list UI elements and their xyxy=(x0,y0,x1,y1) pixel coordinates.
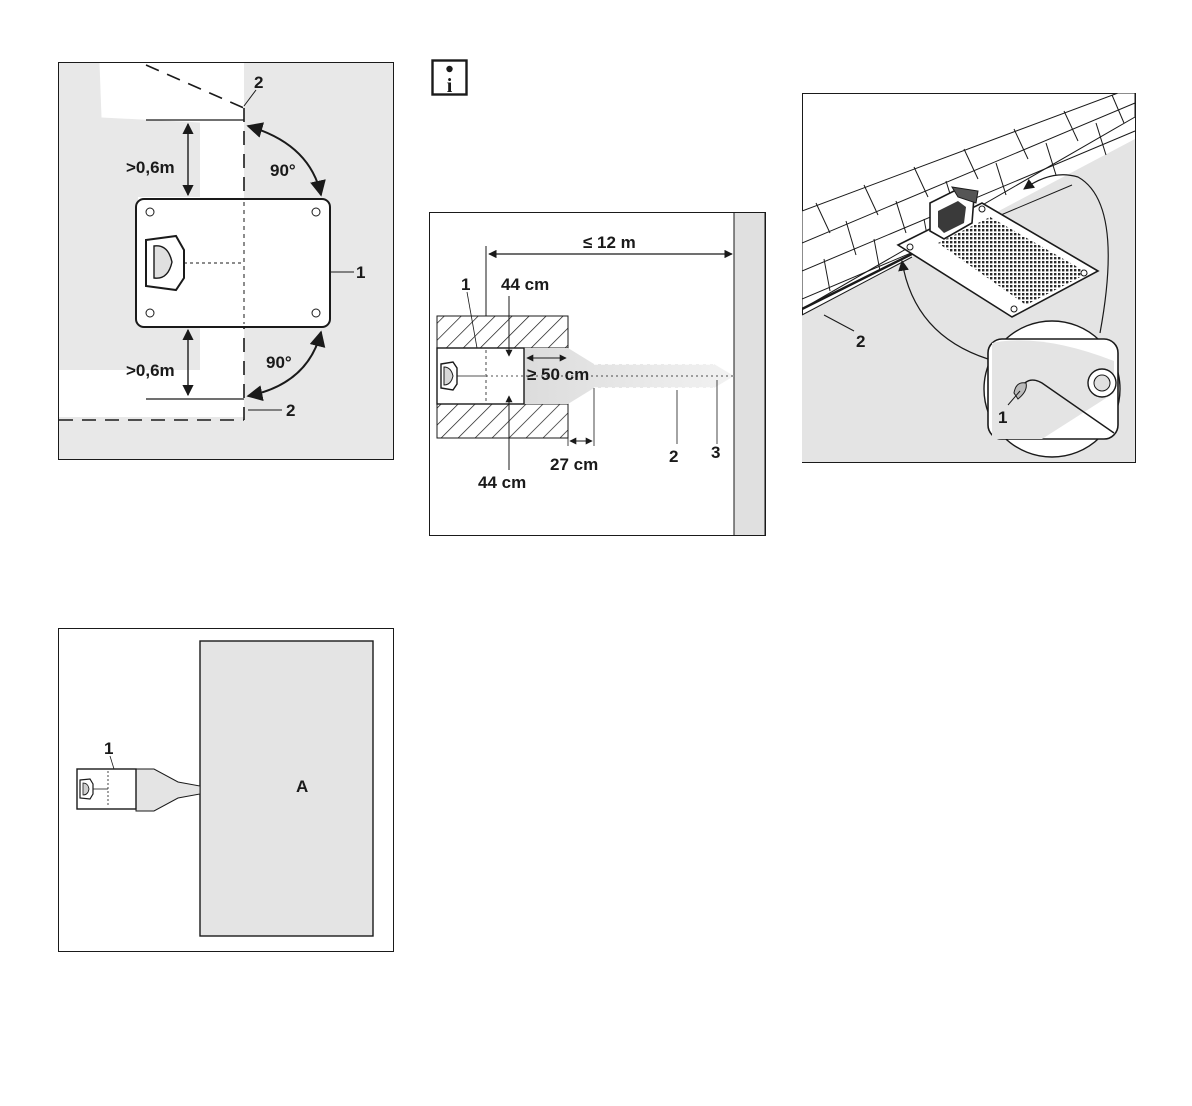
offset-label: 27 cm xyxy=(550,455,598,474)
callout-1: 1 xyxy=(356,263,365,282)
callout-1: 1 xyxy=(461,275,470,294)
width-bottom-label: 44 cm xyxy=(478,473,526,492)
dist-top-label: >0,6m xyxy=(126,158,175,177)
lawn-area xyxy=(200,641,373,936)
figure-wall-mount: 2 1 xyxy=(802,93,1136,463)
callout-3: 3 xyxy=(711,443,720,462)
min-length-label: ≥ 50 cm xyxy=(527,365,589,384)
dist-bottom-label: >0,6m xyxy=(126,361,175,380)
width-top-label: 44 cm xyxy=(501,275,549,294)
area-a-label: A xyxy=(296,777,308,796)
docking-station-plate xyxy=(437,348,524,404)
callout-1: 1 xyxy=(998,408,1007,427)
docking-station-plate xyxy=(77,769,136,809)
callout-1: 1 xyxy=(104,739,113,758)
info-glyph: i xyxy=(447,75,453,97)
callout-2: 2 xyxy=(856,332,865,351)
angle-bottom-label: 90° xyxy=(266,353,292,372)
callout-2-bottom: 2 xyxy=(286,401,295,420)
figure-corridor: ≤ 12 m 44 cm 44 cm ≥ 50 cm 27 cm 1 2 3 xyxy=(429,212,766,536)
figure-station-spacing: >0,6m >0,6m 90° 90° 1 2 2 xyxy=(58,62,394,460)
max-distance-label: ≤ 12 m xyxy=(583,233,636,252)
figure-area: 1 A xyxy=(58,628,394,952)
callout-2-top: 2 xyxy=(254,73,263,92)
docking-station-plate xyxy=(136,199,330,327)
callout-2: 2 xyxy=(669,447,678,466)
info-icon: i xyxy=(431,59,471,99)
angle-top-label: 90° xyxy=(270,161,296,180)
